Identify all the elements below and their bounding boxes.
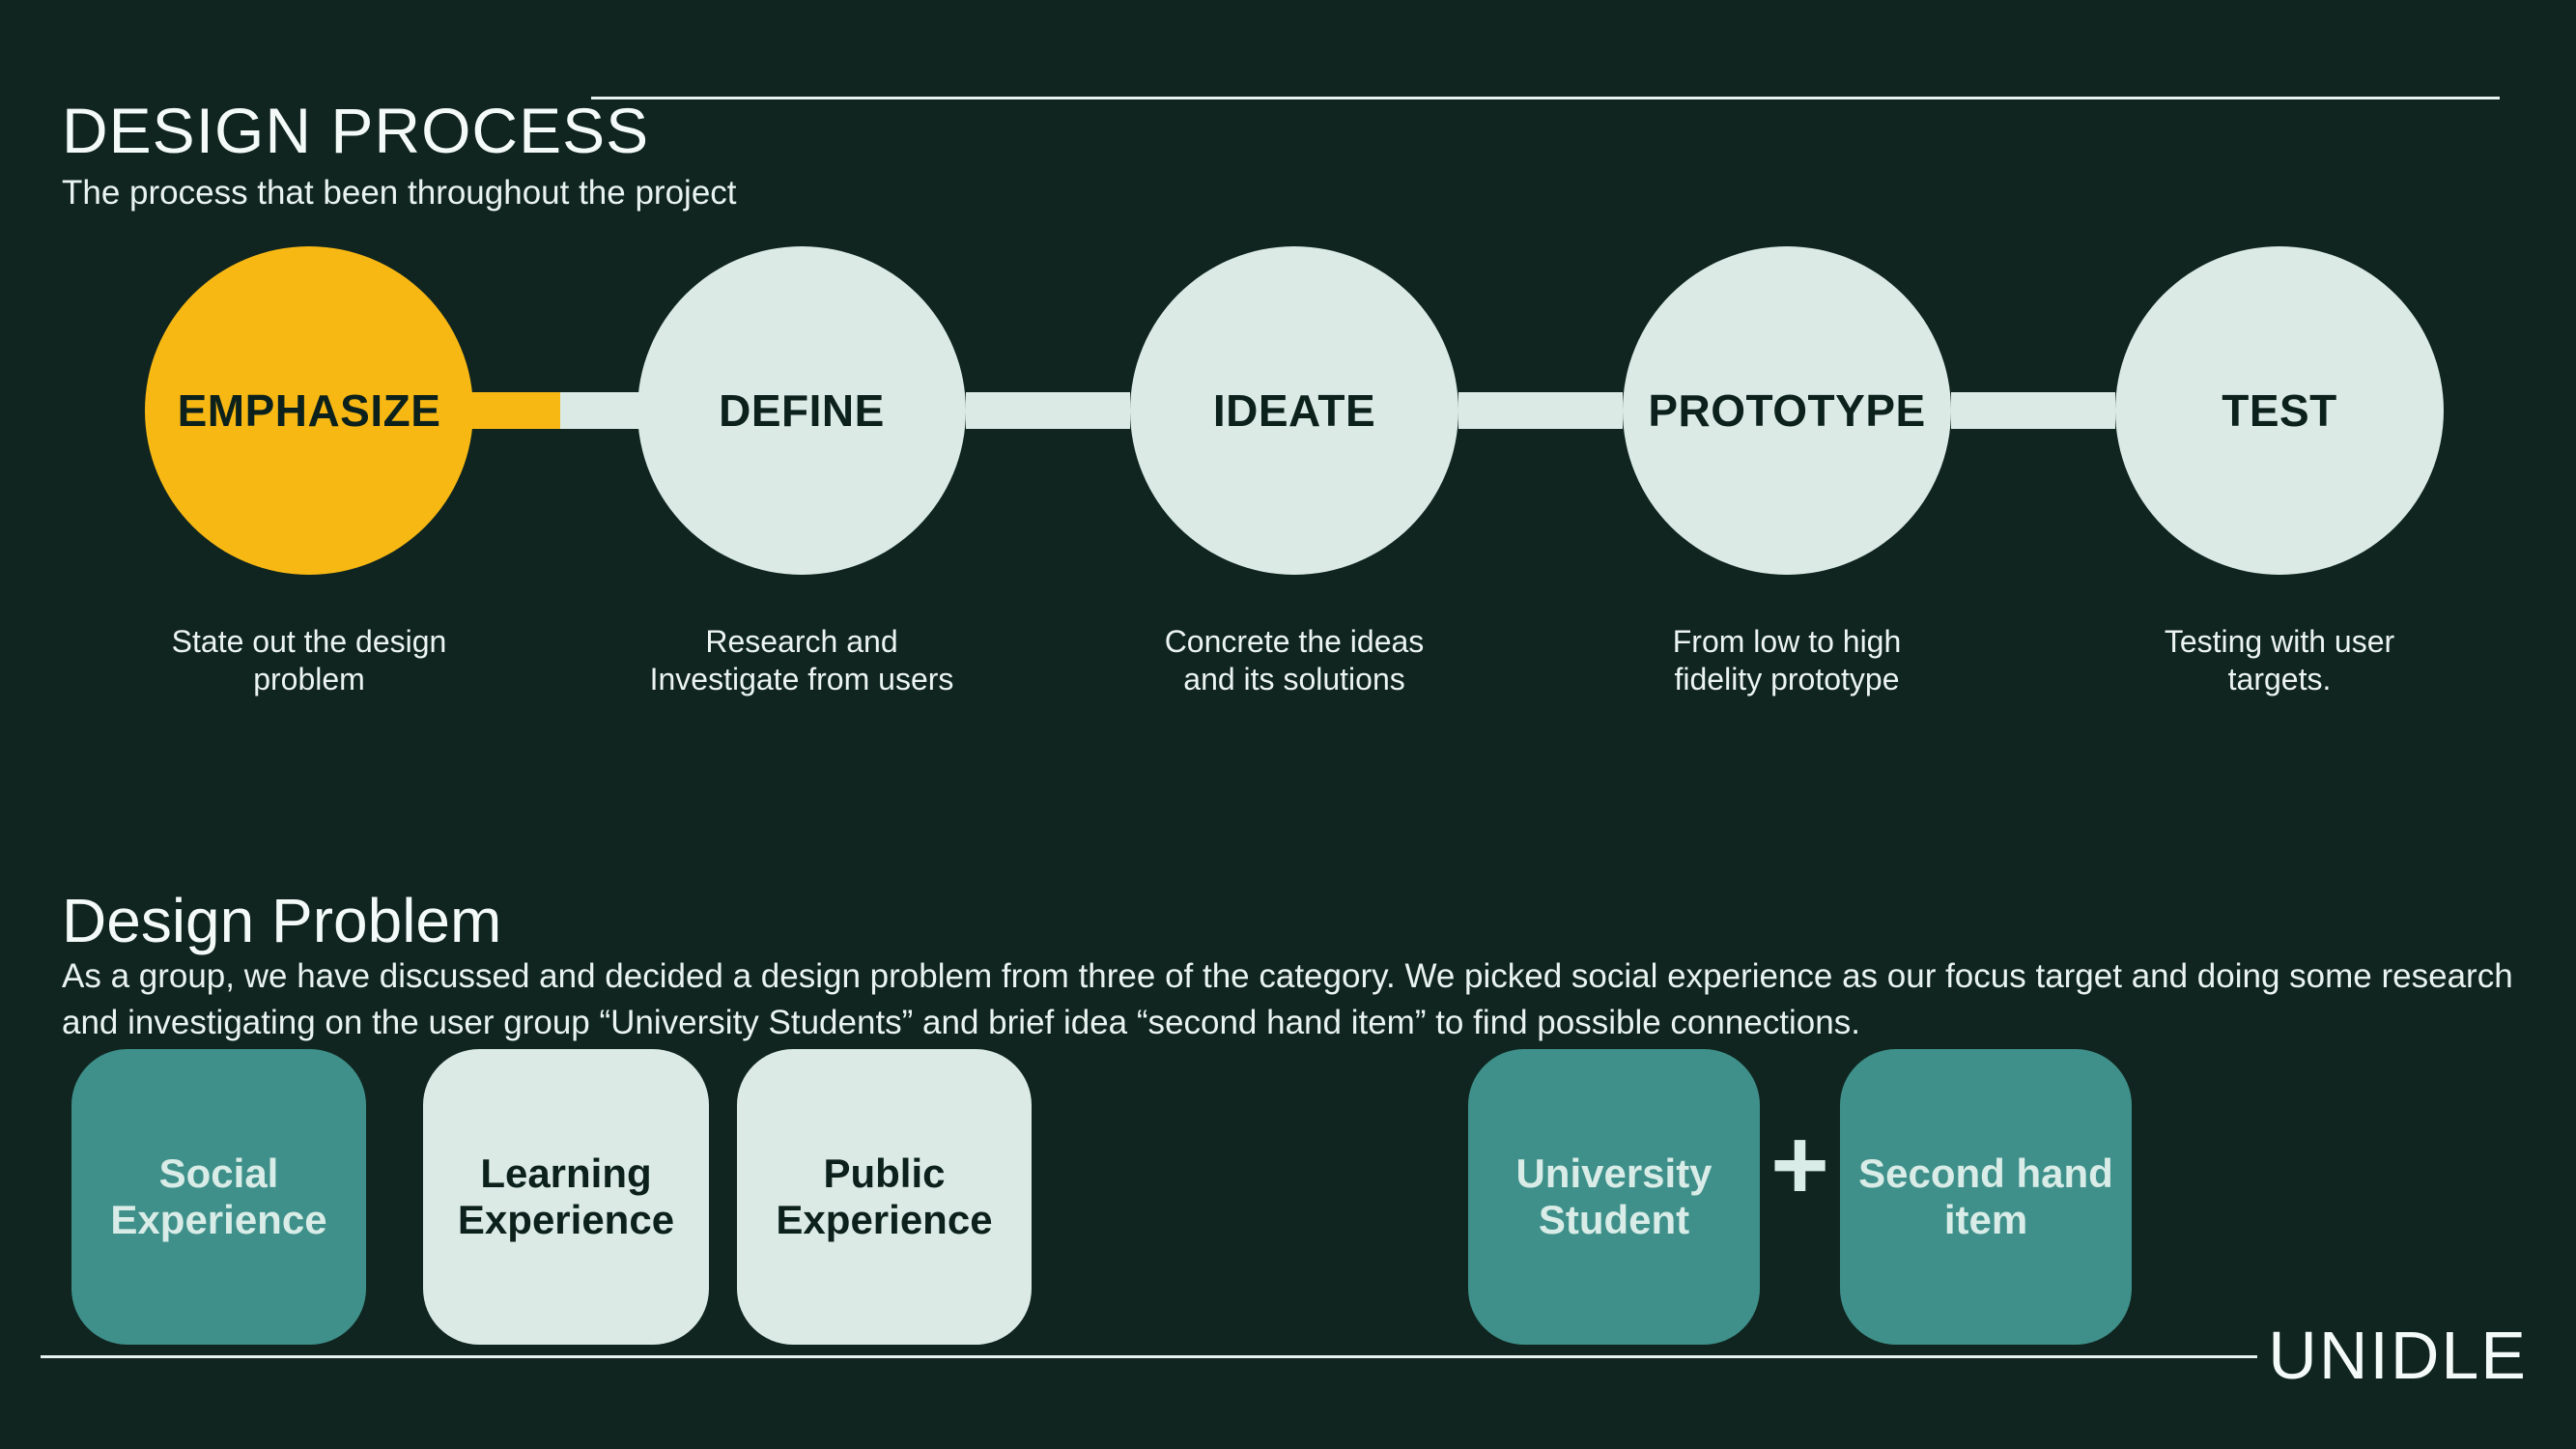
- page-title: DESIGN PROCESS: [62, 95, 650, 167]
- step-label: PROTOTYPE: [1648, 385, 1926, 436]
- page-subtitle: The process that been throughout the pro…: [62, 174, 737, 212]
- step-description-emphasize: State out the design problem: [171, 624, 447, 697]
- combination-box-second-hand-item: Second hand item: [1840, 1049, 2132, 1345]
- process-step-test: TEST: [2115, 246, 2444, 575]
- plus-icon: +: [1770, 1109, 1829, 1221]
- brand-logo-unidle: UNIDLE: [2268, 1318, 2528, 1393]
- category-label: Social Experience: [110, 1150, 327, 1242]
- step-label: EMPHASIZE: [177, 385, 441, 436]
- step-label: IDEATE: [1212, 385, 1376, 436]
- connector-emphasize-define-light: [560, 392, 647, 429]
- step-description-ideate: Concrete the ideas and its solutions: [1164, 624, 1425, 697]
- category-label: Learning Experience: [457, 1150, 675, 1242]
- connector-emphasize-define-yellow: [464, 392, 560, 429]
- process-step-prototype: PROTOTYPE: [1623, 246, 1951, 575]
- category-box-public-experience: Public Experience: [737, 1049, 1032, 1345]
- process-step-ideate: IDEATE: [1130, 246, 1458, 575]
- connector-ideate-prototype: [1458, 392, 1623, 429]
- design-problem-heading: Design Problem: [62, 886, 502, 956]
- category-box-social-experience: Social Experience: [71, 1049, 366, 1345]
- title-divider-line: [591, 97, 2500, 99]
- combination-label: University Student: [1515, 1150, 1713, 1242]
- category-box-learning-experience: Learning Experience: [423, 1049, 709, 1345]
- category-label: Public Experience: [776, 1150, 993, 1242]
- step-label: DEFINE: [719, 385, 885, 436]
- design-problem-paragraph: As a group, we have discussed and decide…: [62, 957, 2513, 1041]
- step-label: TEST: [2222, 385, 2337, 436]
- connector-define-ideate: [966, 392, 1130, 429]
- footer-divider-line: [41, 1355, 2257, 1358]
- process-step-define: DEFINE: [637, 246, 966, 575]
- connector-prototype-test: [1951, 392, 2115, 429]
- combination-label: Second hand item: [1858, 1150, 2113, 1242]
- step-description-test: Testing with user targets.: [2164, 624, 2395, 697]
- step-description-define: Research and Investigate from users: [649, 624, 954, 697]
- combination-box-university-student: University Student: [1468, 1049, 1760, 1345]
- step-description-prototype: From low to high fidelity prototype: [1672, 624, 1902, 697]
- process-step-emphasize: EMPHASIZE: [145, 246, 473, 575]
